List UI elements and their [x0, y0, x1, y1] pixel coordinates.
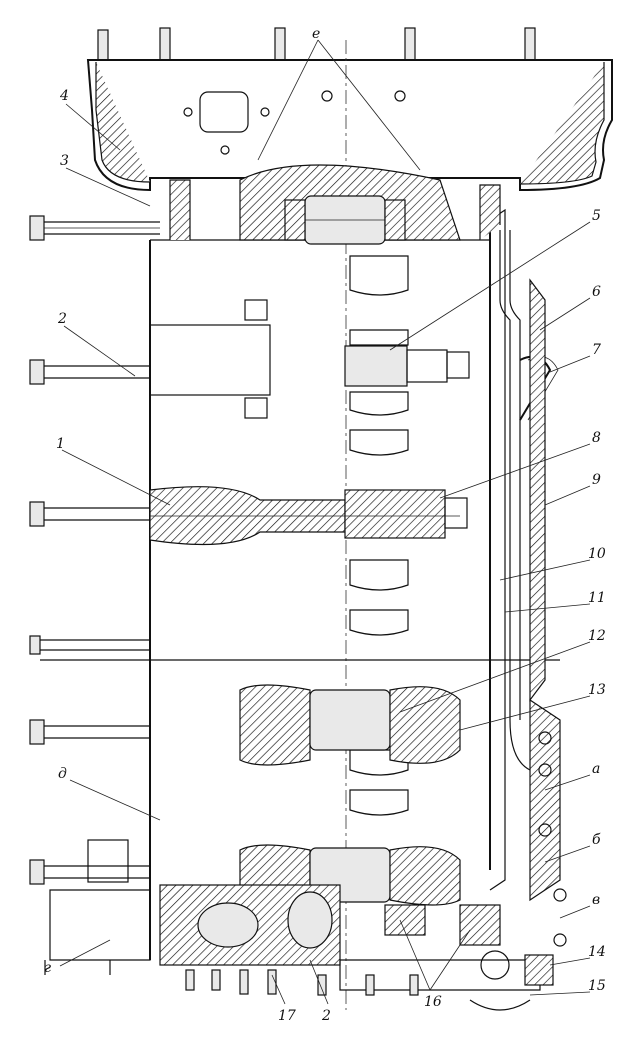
stud-bottom: [29, 859, 150, 885]
leader-lines: [59, 39, 591, 1005]
callout-v: в: [592, 892, 600, 908]
callout-labels: 4 3 2 1 e 5 6 7 8 9 10 11 12 13 а б в 14…: [44, 26, 606, 1024]
main-bearing-lower: [239, 684, 461, 766]
stud-5: [29, 719, 150, 745]
callout-8: 8: [592, 430, 601, 446]
callout-z: г: [44, 960, 51, 976]
callout-16: 16: [424, 994, 442, 1010]
callout-12: 12: [588, 628, 606, 644]
bearing-cap-upper: [149, 299, 470, 419]
stud-2: [29, 359, 150, 385]
right-bolts: [538, 731, 567, 947]
callout-9: 9: [592, 472, 601, 488]
callout-10: 10: [588, 546, 606, 562]
stud-mid: [29, 501, 150, 527]
callout-7: 7: [592, 342, 601, 358]
callout-5: 5: [592, 208, 601, 224]
callout-6: 6: [592, 284, 601, 300]
callout-3: 3: [60, 153, 69, 169]
crankcase-body: [149, 179, 506, 960]
main-bearing-top: [239, 164, 461, 245]
callout-2: 2: [57, 311, 67, 327]
callout-15: 15: [588, 978, 606, 994]
left-studs: [29, 215, 160, 885]
callout-13: 13: [588, 682, 606, 698]
callout-a: а: [592, 761, 600, 777]
callout-4: 4: [59, 88, 69, 104]
callout-1: 1: [56, 436, 65, 452]
callout-e: e: [312, 26, 320, 42]
crank-webs: [349, 255, 409, 816]
journal-mid: [149, 486, 468, 546]
callout-b: б: [592, 832, 601, 848]
top-studs: [97, 27, 536, 61]
callout-d: д: [58, 766, 67, 782]
callout-2b: 2: [321, 1008, 331, 1024]
right-wall: [529, 278, 561, 902]
oil-pipe: [499, 230, 559, 771]
stud-top: [29, 215, 160, 241]
stud-short: [29, 635, 150, 655]
callout-17: 17: [278, 1008, 296, 1024]
bottom-studs: [185, 969, 419, 996]
callout-14: 14: [588, 944, 606, 960]
oil-pump-housing: [159, 884, 554, 1011]
lower-left-block: [44, 839, 151, 975]
top-cover: [86, 59, 613, 192]
callout-11: 11: [588, 590, 606, 606]
